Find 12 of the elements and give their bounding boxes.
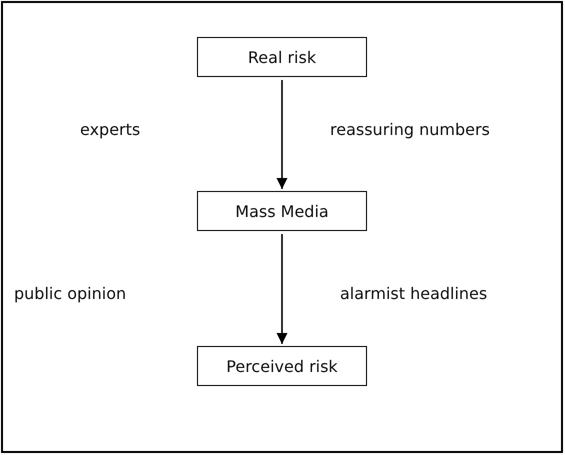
annotation-text: experts — [80, 120, 140, 139]
process-box — [197, 191, 367, 231]
annotation-text: reassuring numbers — [330, 120, 490, 139]
process-box — [197, 37, 367, 77]
arrow — [276, 80, 288, 189]
arrow — [276, 234, 288, 344]
box-label: Mass Media — [235, 202, 329, 220]
annotation-text: alarmist headlines — [340, 284, 488, 303]
process-box — [197, 346, 367, 386]
annotation-text: public opinion — [14, 284, 126, 303]
box-label: Real risk — [248, 48, 316, 66]
box-label: Perceived risk — [226, 356, 338, 376]
